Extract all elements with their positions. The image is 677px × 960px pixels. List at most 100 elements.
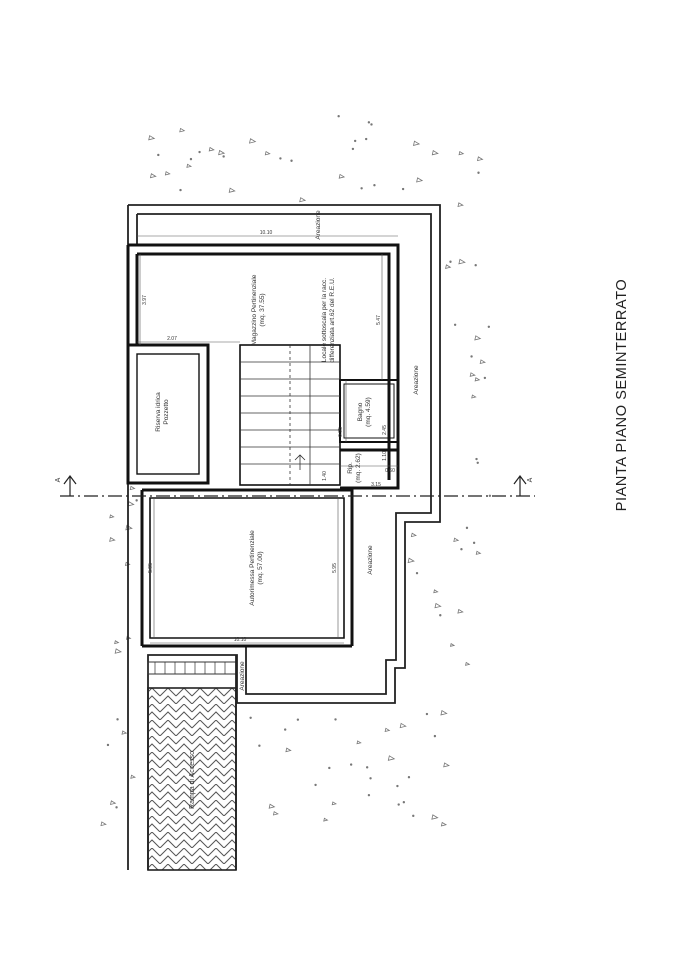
rampa-label: Rampa di Accesso [189, 751, 196, 809]
dimension-labels: 10.10 3.97 5.47 2.07 2.45 0.95 1.10 1.40… [142, 230, 395, 643]
terrain-mark [458, 258, 466, 265]
terrain-mark [431, 150, 439, 156]
terrain-mark [457, 608, 464, 614]
terrain-dot [476, 461, 479, 465]
terrain-mark [338, 173, 346, 179]
dim-small: 1.40 [322, 471, 328, 481]
terrain-dot [369, 777, 372, 780]
terrain-dot [470, 355, 473, 358]
terrain-mark [443, 762, 450, 768]
dim-rip: 1.10 [382, 451, 388, 461]
terrain-dot [396, 784, 399, 788]
terrain-dot [460, 548, 463, 551]
rip-label: Rip. [347, 462, 354, 474]
dim-left-upper: 3.97 [142, 295, 148, 305]
terrain-mark [110, 800, 117, 806]
drawing-title: PIANTA PIANO SEMINTERRATO [614, 278, 630, 512]
terrain-mark [434, 602, 442, 609]
terrain-mark [475, 550, 482, 555]
terrain-dot [474, 263, 477, 267]
terrain-dot [367, 793, 371, 797]
terrain-mark [407, 557, 415, 564]
terrain-dot [364, 137, 368, 141]
terrain-mark [285, 747, 292, 753]
terrain-mark [453, 537, 460, 543]
terrain-mark [458, 150, 465, 156]
terrain-mark [474, 377, 481, 382]
terrain-dot [373, 184, 376, 187]
areazione-label-4: Areazione [239, 661, 246, 691]
terrain-mark [331, 801, 337, 806]
terrain-dot [487, 325, 491, 328]
terrain-dot [179, 188, 182, 192]
dim-mid: 0.95 [338, 427, 344, 437]
terrain-mark [433, 589, 439, 594]
terrain-dot [222, 155, 225, 158]
terrain-mark [449, 642, 456, 647]
terrain-dot [328, 766, 331, 770]
terrain-mark [431, 814, 439, 820]
terrain-mark [121, 730, 128, 735]
areazione-label-2: Areazione [413, 365, 420, 395]
terrain-dot [397, 803, 400, 806]
magazzino-area: (mq. 37.55) [259, 293, 266, 326]
terrain-dot [349, 763, 353, 766]
terrain-mark [164, 171, 171, 176]
dim-bagno-width: 2.45 [382, 425, 388, 435]
magazzino-label: Magazzino Pertinenziale [251, 274, 258, 345]
terrain-dot [472, 541, 476, 545]
terrain-dot [296, 718, 300, 721]
terrain-mark [416, 177, 424, 183]
terrain-dot [412, 814, 415, 818]
section-line [60, 475, 535, 497]
autorimessa-label: Autorimessa Pertinenziale [249, 530, 256, 606]
terrain-hatch [100, 115, 492, 827]
terrain-mark [387, 755, 396, 761]
autorimessa-area: (mq. 57.00) [257, 551, 264, 584]
section-marker-right: A [527, 477, 534, 482]
terrain-dot [337, 115, 340, 118]
stair-treads [240, 345, 340, 485]
terrain-dot [402, 801, 406, 804]
terrain-mark [268, 803, 276, 809]
terrain-mark [186, 163, 193, 168]
terrain-mark [384, 727, 391, 733]
section-marker-left: A [55, 477, 62, 482]
rip-area: (mq. 2.62) [355, 453, 362, 483]
section-markers: A A [55, 477, 534, 482]
terrain-mark [100, 821, 107, 827]
terrain-dot [279, 157, 282, 160]
terrain-dot [449, 260, 452, 263]
terrain-dot [475, 457, 478, 461]
terrain-mark [469, 372, 476, 377]
terrain-dot [483, 376, 487, 380]
terrain-mark [299, 197, 307, 203]
terrain-mark [129, 485, 136, 491]
terrain-mark [208, 146, 215, 152]
interior-walls [126, 243, 400, 648]
dim-stair: 3.15 [371, 482, 381, 488]
terrain-dot [334, 718, 337, 721]
bagno-area: (mq. 4.59) [365, 397, 372, 427]
terrain-dot [157, 153, 160, 157]
terrain-dot [258, 744, 261, 747]
terrain-dot [116, 718, 119, 721]
terrain-dot [453, 323, 457, 326]
terrain-mark [218, 149, 226, 156]
terrain-mark [248, 138, 257, 144]
terrain-mark [130, 774, 136, 779]
terrain-dot [351, 147, 355, 151]
terrain-dot [360, 187, 363, 190]
dim-top: 10.10 [260, 230, 273, 236]
areazione-label-3: Areazione [367, 545, 374, 575]
terrain-dot [115, 806, 118, 809]
terrain-dot [106, 743, 110, 747]
terrain-dot [425, 712, 429, 716]
terrain-mark [356, 740, 362, 745]
bagno-label: Bagno [357, 402, 364, 421]
terrain-dot [433, 734, 437, 738]
terrain-dot [401, 187, 405, 191]
terrain-mark [412, 140, 421, 146]
terrain-mark [410, 532, 417, 538]
